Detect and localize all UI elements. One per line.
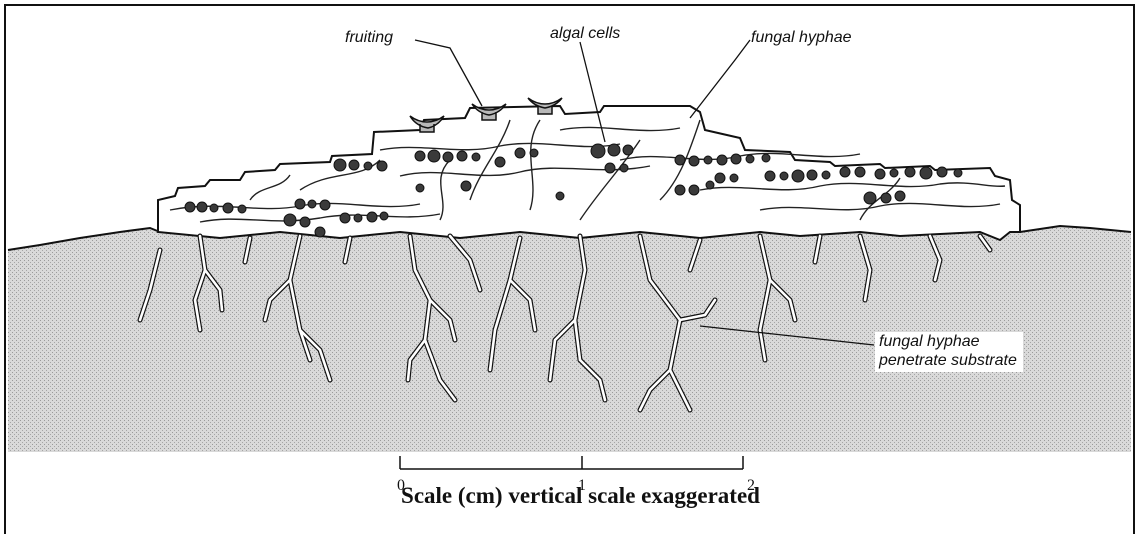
leader-fruiting [415,40,482,106]
leader-fungal-hyphae [690,40,750,118]
scale-bar [400,456,743,469]
scale-title: Scale (cm) vertical scale exaggerated [0,483,1141,509]
label-algal-cells: algal cells [550,24,620,43]
label-penetrate: fungal hyphae penetrate substrate [875,332,1023,372]
label-penetrate-line1: fungal hyphae [879,332,1017,351]
label-fungal-hyphae: fungal hyphae [751,28,852,47]
label-fruiting: fruiting [345,28,393,47]
label-penetrate-line2: penetrate substrate [879,351,1017,370]
